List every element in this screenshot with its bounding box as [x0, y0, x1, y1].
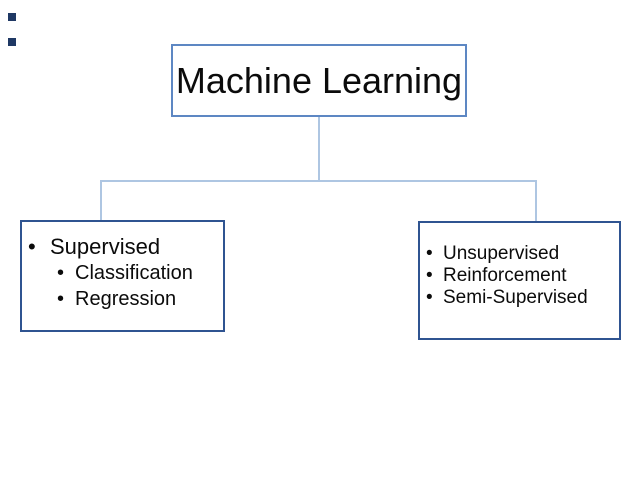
list-item: • Reinforcement [426, 265, 619, 287]
reinforcement-label: Reinforcement [443, 265, 567, 286]
square-bullet-icon [8, 38, 16, 46]
bullet-icon: • [426, 265, 433, 286]
unsupervised-label: Unsupervised [443, 243, 560, 264]
supervised-label: Supervised [50, 234, 161, 259]
other-learning-types-node: • Unsupervised • Reinforcement • Semi-Su… [418, 221, 621, 340]
bullet-icon: • [28, 234, 36, 259]
bullet-icon: • [57, 262, 65, 284]
classification-label: Classification [75, 262, 193, 284]
bullet-icon: • [57, 288, 65, 310]
connector-horizontal [100, 180, 537, 182]
list-item: • Semi-Supervised [426, 287, 619, 309]
connector-root-stem [318, 117, 320, 181]
supervised-node: • Supervised • Classification • Regressi… [20, 220, 225, 332]
list-item: • Classification [57, 260, 223, 286]
bullet-icon: • [426, 243, 433, 264]
semi-supervised-label: Semi-Supervised [443, 287, 588, 308]
list-item: • Supervised [28, 234, 223, 260]
list-item: • Regression [57, 286, 223, 312]
connector-right-drop [535, 182, 537, 221]
connector-left-drop [100, 182, 102, 220]
square-bullet-icon [8, 13, 16, 21]
regression-label: Regression [75, 288, 177, 310]
list-item: • Unsupervised [426, 243, 619, 265]
machine-learning-label: Machine Learning [175, 59, 463, 101]
bullet-icon: • [426, 287, 433, 308]
machine-learning-node: Machine Learning [171, 44, 467, 117]
